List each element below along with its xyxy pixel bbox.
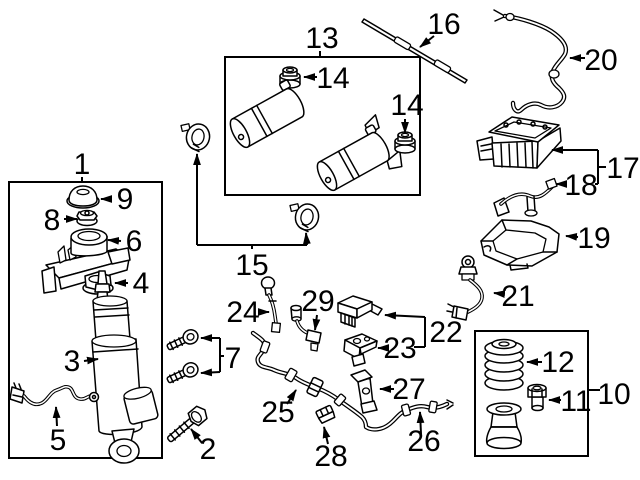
- part-label-14a[interactable]: 14: [316, 62, 349, 95]
- shock-absorber-drawing: [91, 270, 159, 464]
- part-label-2[interactable]: 2: [200, 433, 217, 466]
- line-clamp-b-drawing: [289, 203, 320, 233]
- compressor-bracket-drawing: [493, 177, 558, 217]
- part-label-12[interactable]: 12: [541, 346, 574, 379]
- sensor-strip-drawing: [361, 18, 468, 84]
- part-label-26[interactable]: 26: [407, 425, 440, 458]
- relay-bracket-drawing: [343, 333, 378, 367]
- part-label-5[interactable]: 5: [50, 424, 67, 457]
- bellows-boot-drawing: [484, 338, 524, 391]
- part-label-27[interactable]: 27: [392, 373, 425, 406]
- air-valve-drawing: [527, 383, 547, 412]
- lower-bolt-drawing: [166, 405, 208, 443]
- part-label-15[interactable]: 15: [235, 249, 268, 282]
- part-label-4[interactable]: 4: [133, 267, 150, 300]
- mount-screws-drawing: [166, 329, 199, 384]
- part-label-9[interactable]: 9: [117, 183, 134, 216]
- part-label-10[interactable]: 10: [597, 378, 630, 411]
- bump-stop-drawing: [485, 402, 522, 450]
- dryer-canister-a-drawing: [229, 79, 305, 149]
- part-label-29[interactable]: 29: [301, 285, 334, 318]
- part-label-20[interactable]: 20: [584, 44, 617, 77]
- sensor-link-drawing: [260, 276, 282, 334]
- group-box-13: [224, 56, 421, 196]
- group-box-10: [474, 330, 589, 457]
- dryer-box: [224, 56, 421, 196]
- part-label-6[interactable]: 6: [126, 225, 143, 258]
- harness-clip-drawing: [315, 404, 336, 424]
- part-label-21[interactable]: 21: [501, 280, 534, 313]
- part-label-3[interactable]: 3: [64, 345, 81, 378]
- part-label-19[interactable]: 19: [577, 222, 610, 255]
- part-label-1[interactable]: 1: [74, 148, 91, 181]
- boot-kit-box: [474, 330, 589, 457]
- part-label-11[interactable]: 11: [560, 385, 591, 418]
- strut-assembly-box: [8, 181, 163, 464]
- wiring-harness-drawing: [250, 330, 454, 432]
- valve-cap-b-drawing: [394, 131, 416, 154]
- part-label-13[interactable]: 13: [305, 22, 338, 55]
- mount-nut-drawing: [76, 209, 98, 227]
- line-clamp-a-drawing: [180, 123, 211, 153]
- part-label-22[interactable]: 22: [429, 316, 462, 349]
- relay-module-drawing: [337, 295, 383, 328]
- group-box-1: [8, 181, 163, 459]
- part-label-8[interactable]: 8: [44, 204, 61, 237]
- part-label-28[interactable]: 28: [314, 440, 347, 473]
- part-label-23[interactable]: 23: [383, 332, 416, 365]
- mount-cap-drawing: [66, 185, 100, 209]
- part-label-14b[interactable]: 14: [390, 89, 423, 122]
- sensor-wire-drawing: [9, 382, 100, 407]
- compressor-drawing: [476, 116, 562, 169]
- part-label-24[interactable]: 24: [226, 296, 259, 329]
- compressor-cover-drawing: [480, 219, 560, 271]
- height-sensor-drawing: [446, 255, 484, 321]
- connector-drawing: [290, 304, 322, 352]
- upper-mount-drawing: [41, 228, 131, 294]
- callouts: 1 2 3 4 5 6 7 8 9 10 11 12: [44, 8, 640, 473]
- dryer-canister-b-drawing: [316, 114, 403, 192]
- air-line-drawing: [493, 9, 568, 114]
- part-label-17[interactable]: 17: [606, 152, 639, 185]
- part-label-7[interactable]: 7: [225, 342, 242, 375]
- part-label-16[interactable]: 16: [427, 8, 460, 41]
- part-label-18[interactable]: 18: [564, 169, 597, 202]
- harness-bracket-drawing: [350, 369, 378, 414]
